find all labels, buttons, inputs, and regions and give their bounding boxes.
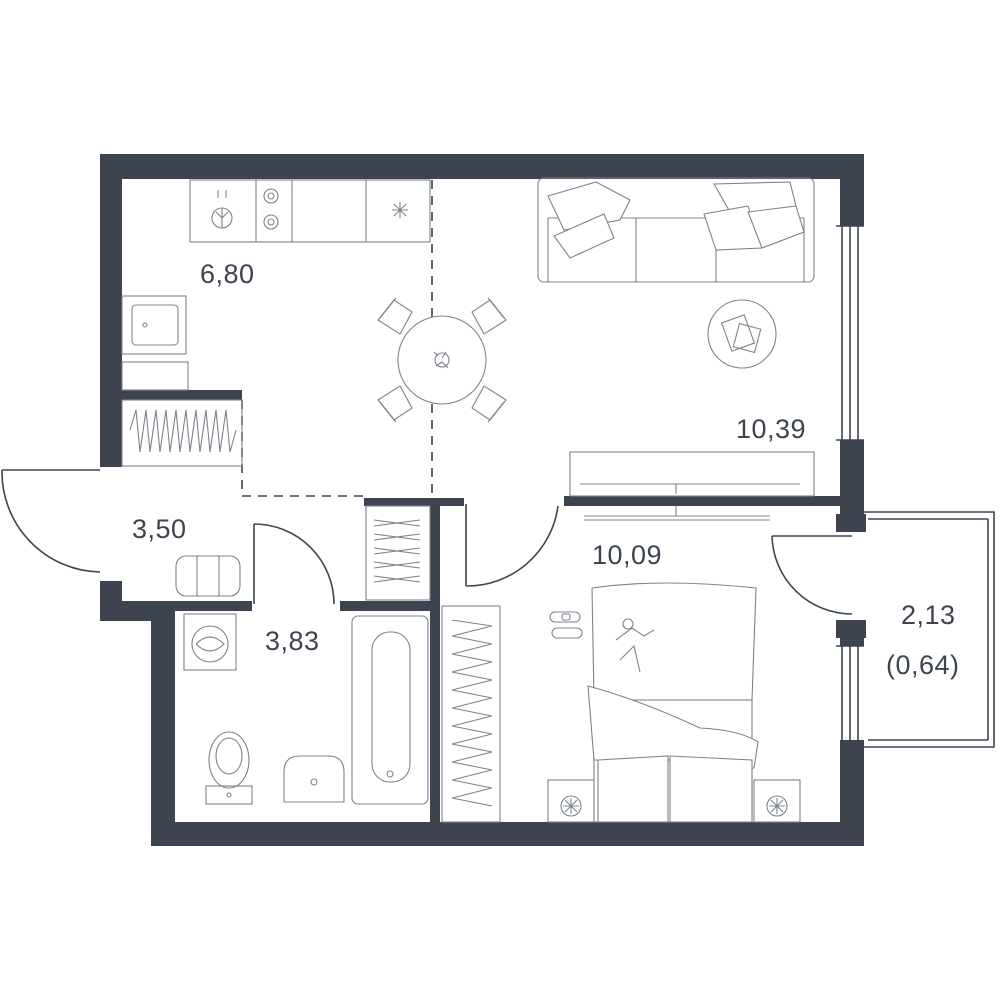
window-living — [836, 225, 864, 441]
fridge-icon — [392, 202, 408, 218]
dining-table-icon — [377, 297, 507, 423]
balcony-door — [771, 535, 853, 615]
bedroom-tv-icon — [584, 506, 770, 521]
living-area-label: 10,39 — [736, 414, 806, 444]
kitchen-sink-left-icon — [121, 295, 187, 355]
nightstand-left-icon — [547, 779, 595, 823]
hall-bench-icon — [175, 555, 241, 597]
balcony-outline — [862, 511, 995, 748]
window-bedroom — [836, 645, 864, 740]
bathtub-icon — [351, 615, 429, 805]
bedroom-wardrobe-icon — [441, 605, 501, 823]
balcony-reduced-area-label: (0,64) — [886, 650, 960, 680]
washing-machine-icon — [183, 613, 237, 671]
hall-cabinet-icon — [365, 505, 431, 601]
kitchen-area-label: 6,80 — [200, 259, 255, 289]
kitchen-cabinet — [121, 361, 189, 391]
hall-area-label: 3,50 — [132, 514, 187, 544]
bathroom-door — [253, 523, 335, 605]
tv-stand-icon — [569, 451, 815, 497]
coffee-table-icon — [707, 299, 777, 369]
balcony-area-label: 2,13 — [901, 600, 956, 630]
bedroom-area-label: 10,09 — [592, 540, 662, 570]
slippers-icon — [549, 611, 583, 639]
bathroom-sink-icon — [283, 755, 345, 803]
bathroom-area-label: 3,83 — [265, 626, 320, 656]
walls — [100, 154, 866, 846]
bedroom-door — [465, 504, 559, 587]
hall-wardrobe-icon — [121, 399, 243, 467]
kitchen-sink-icon — [211, 190, 233, 229]
nightstand-right-icon — [753, 779, 801, 823]
bed-icon — [587, 582, 759, 823]
stove-icon — [263, 188, 279, 230]
entrance-door — [1, 469, 101, 573]
kitchen-counter — [189, 179, 431, 243]
sofa-icon — [537, 177, 815, 283]
toilet-icon — [205, 731, 253, 805]
